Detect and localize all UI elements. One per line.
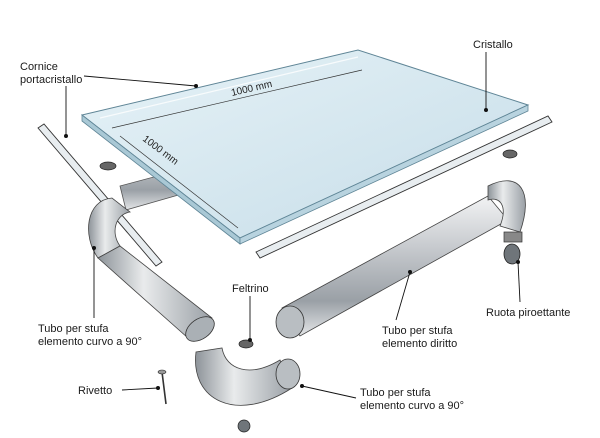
caster-wheel <box>503 243 521 265</box>
label-diritto-2: elemento diritto <box>382 338 457 350</box>
labels: Cornice portacristallo Cristallo Feltrin… <box>20 39 570 412</box>
label-feltrino: Feltrino <box>232 283 269 295</box>
label-ruota: Ruota piroettante <box>486 307 570 319</box>
rivet <box>157 369 167 405</box>
felt-pad-left <box>99 161 117 171</box>
label-curvo-left-1: Tubo per stufa <box>38 323 109 335</box>
leader-lines <box>64 52 521 399</box>
label-rivetto: Rivetto <box>78 385 112 397</box>
pipe-left <box>88 161 215 342</box>
label-cristallo: Cristallo <box>473 39 513 51</box>
label-curvo-bottom-1: Tubo per stufa <box>360 387 431 399</box>
label-cornice-1: Cornice <box>20 61 58 73</box>
felt-pad-right <box>502 149 518 159</box>
glass-plate <box>80 49 530 245</box>
label-diritto-1: Tubo per stufa <box>382 325 453 337</box>
frame-strip-right <box>255 115 553 259</box>
bottom-caster-wheel <box>237 419 251 433</box>
pipe-straight-right <box>275 149 526 339</box>
felt-pad-bottom <box>238 339 254 349</box>
label-curvo-bottom-2: elemento curvo a 90° <box>360 400 464 412</box>
caster-bracket <box>503 231 523 243</box>
pipe-bottom-elbow <box>195 339 301 433</box>
label-curvo-left-2: elemento curvo a 90° <box>38 336 142 348</box>
label-cornice-2: portacristallo <box>20 74 82 86</box>
